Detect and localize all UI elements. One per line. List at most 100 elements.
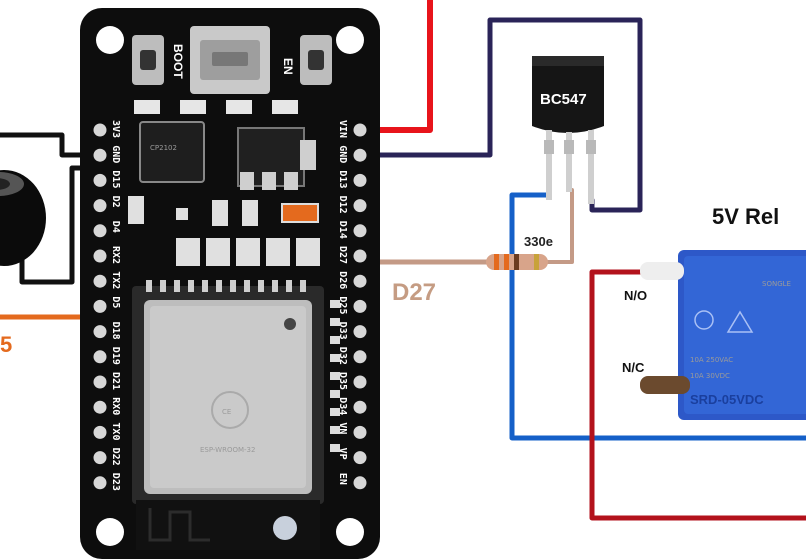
left-pin-label: TX2	[110, 271, 121, 289]
relay-model: SRD-05VDC	[690, 392, 764, 407]
buzzer	[0, 170, 46, 266]
left-pin-label: D19	[110, 347, 121, 365]
relay-title: 5V Rel	[712, 204, 779, 229]
right-pin-label: VP	[337, 448, 348, 460]
left-pin-label: RX2	[110, 246, 121, 264]
en-label: EN	[281, 58, 295, 75]
orange-led	[281, 203, 319, 223]
right-pin-hole	[353, 325, 367, 339]
left-pin-hole	[93, 476, 107, 490]
right-pin-header	[353, 123, 367, 490]
module-label: ESP-WROOM-32	[200, 446, 255, 454]
nc-contact	[640, 376, 690, 394]
left-pin-hole	[93, 325, 107, 339]
left-pin-hole	[93, 224, 107, 238]
boot-label: BOOT	[171, 44, 185, 79]
collector-leg	[546, 130, 552, 200]
nc-label: N/C	[622, 360, 645, 375]
left-pin-hole	[93, 425, 107, 439]
right-pin-label: D26	[337, 271, 348, 289]
left-pin-label: D23	[110, 473, 121, 491]
left-pin-hole	[93, 350, 107, 364]
left-pin-label: RX0	[110, 397, 121, 415]
right-pin-hole	[353, 173, 367, 187]
right-side-pads	[330, 300, 340, 452]
left-pin-hole	[93, 199, 107, 213]
mount-hole	[336, 518, 364, 546]
mount-hole	[96, 518, 124, 546]
right-pin-label: EN	[337, 473, 348, 485]
svg-text:CE: CE	[222, 408, 231, 416]
right-pin-label: D33	[337, 322, 348, 340]
right-pin-hole	[353, 123, 367, 137]
esp32-board: BOOT EN CP2102	[80, 8, 380, 559]
mount-hole	[336, 26, 364, 54]
left-pin-label: D4	[110, 221, 121, 233]
right-pin-hole	[353, 148, 367, 162]
left-pin-hole	[93, 299, 107, 313]
usb-uart-chip	[139, 121, 205, 183]
right-pin-hole	[353, 249, 367, 263]
left-pin-label: D15	[110, 170, 121, 188]
right-pin-label: VN	[337, 422, 348, 434]
resistor-label: 330e	[524, 234, 553, 249]
right-pin-hole	[353, 476, 367, 490]
right-pin-hole	[353, 199, 367, 213]
right-pin-hole	[353, 224, 367, 238]
right-pin-label: GND	[337, 145, 348, 163]
left-pin-hole	[93, 451, 107, 465]
base-leg	[566, 132, 572, 192]
left-pin-hole	[93, 173, 107, 187]
left-pin-hole	[93, 375, 107, 389]
bc547-transistor: BC547	[532, 56, 604, 204]
left-pin-label: D22	[110, 448, 121, 466]
left-pin-label: D18	[110, 322, 121, 340]
left-pin-label: D2	[110, 196, 121, 208]
right-pin-label: D35	[337, 372, 348, 390]
no-contact	[640, 262, 684, 280]
right-pin-hole	[353, 451, 367, 465]
emitter-leg	[588, 130, 594, 204]
right-pin-label: D25	[337, 296, 348, 314]
d27-label: D27	[392, 279, 436, 306]
left-pin-labels: 3V3GNDD15D2D4RX2TX2D5D18D19D21RX0TX0D22D…	[110, 120, 121, 491]
module-pins	[146, 280, 306, 292]
left-pin-hole	[93, 123, 107, 137]
left-pin-label: D21	[110, 372, 121, 390]
left-pin-label: TX0	[110, 422, 121, 440]
right-pin-hole	[353, 299, 367, 313]
collector-blue-wire	[509, 192, 806, 441]
wires	[0, 0, 806, 521]
antenna-dot	[273, 516, 297, 540]
vin-red-wire	[359, 0, 433, 133]
right-pin-hole	[353, 400, 367, 414]
right-pin-label: VIN	[337, 120, 348, 138]
left-pin-header	[93, 123, 107, 490]
gnd-navy-wire	[359, 17, 643, 213]
right-pin-hole	[353, 375, 367, 389]
relay-red-wire	[589, 269, 806, 521]
d5-partial-label: 5	[0, 332, 12, 357]
left-pin-label: 3V3	[110, 120, 121, 138]
right-pin-hole	[353, 350, 367, 364]
relay-spec-1: 10A 250VAC	[690, 356, 733, 364]
left-pin-label: D5	[110, 296, 121, 308]
right-pin-hole	[353, 425, 367, 439]
right-pin-label: D13	[337, 170, 348, 188]
right-pin-label: D12	[337, 196, 348, 214]
relay-spec-2: 10A 30VDC	[690, 372, 730, 380]
right-pin-label: D32	[337, 347, 348, 365]
resistor-to-base-lead	[544, 188, 574, 264]
right-pin-label: D34	[337, 397, 348, 415]
right-pin-label: D14	[337, 221, 348, 239]
right-pin-label: D27	[337, 246, 348, 264]
svg-text:CP2102: CP2102	[150, 144, 177, 152]
left-pin-hole	[93, 274, 107, 288]
transistor-label: BC547	[540, 91, 587, 108]
no-label: N/O	[624, 288, 647, 303]
mount-hole	[96, 26, 124, 54]
right-pin-hole	[353, 274, 367, 288]
resistor-330: 330e	[486, 234, 553, 270]
